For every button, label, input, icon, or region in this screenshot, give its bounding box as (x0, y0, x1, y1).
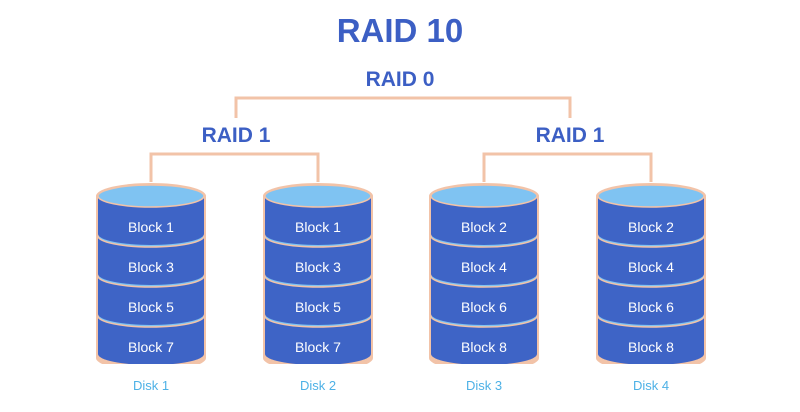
diagram-title: RAID 10 (336, 12, 464, 49)
disk-4-block-3: Block 6 (628, 299, 674, 315)
disk-4-block-2: Block 4 (628, 259, 674, 275)
disk-4-block-4: Block 8 (628, 339, 674, 355)
raid1-right-bracket (482, 152, 653, 182)
platter-top (597, 184, 705, 208)
disk-3-block-1: Block 2 (461, 219, 507, 235)
disk-3-block-3: Block 6 (461, 299, 507, 315)
platter-body (265, 196, 371, 245)
platter-body (598, 236, 704, 285)
raid1-right-label: RAID 1 (535, 124, 605, 147)
disk-2-block-2: Block 3 (295, 259, 341, 275)
disk-1-drawing (96, 183, 206, 364)
disk-1: Block 1 Block 3 Block 5 Block 7 (95, 180, 207, 364)
disk-3-block-2: Block 4 (461, 259, 507, 275)
platter-body (98, 316, 204, 364)
disk-2: Block 1 Block 3 Block 5 Block 7 (262, 180, 374, 364)
platter-top (97, 184, 205, 208)
disk-3-block-4: Block 8 (461, 339, 507, 355)
disk-4-block-1: Block 2 (628, 219, 674, 235)
platter-body (98, 236, 204, 285)
raid0-bracket (234, 96, 572, 118)
disk-2-drawing (263, 183, 373, 364)
platter-body (431, 316, 537, 364)
platter-body (98, 276, 204, 325)
raid0-label: RAID 0 (365, 68, 435, 91)
platter-body (265, 316, 371, 364)
disk-1-block-2: Block 3 (128, 259, 174, 275)
disk-2-block-1: Block 1 (295, 219, 341, 235)
disk-4-drawing (596, 183, 706, 364)
platter-body (431, 196, 537, 245)
disk-3: Block 2 Block 4 Block 6 Block 8 (428, 180, 540, 364)
disk-2-block-3: Block 5 (295, 299, 341, 315)
disk-1-label: Disk 1 (132, 378, 170, 393)
disk-4: Block 2 Block 4 Block 6 Block 8 (595, 180, 707, 364)
disk-2-label: Disk 2 (299, 378, 337, 393)
raid1-left-label: RAID 1 (201, 124, 271, 147)
disk-3-label: Disk 3 (465, 378, 503, 393)
platter-body (431, 276, 537, 325)
platter-body (265, 276, 371, 325)
platter-body (431, 236, 537, 285)
platter-body (265, 236, 371, 285)
disk-1-block-4: Block 7 (128, 339, 174, 355)
raid1-left-bracket (149, 152, 320, 182)
disk-3-drawing (429, 183, 539, 364)
platter-body (598, 196, 704, 245)
disk-4-label: Disk 4 (632, 378, 670, 393)
disk-2-block-4: Block 7 (295, 339, 341, 355)
platter-top (430, 184, 538, 208)
platter-body (598, 316, 704, 364)
disk-1-block-3: Block 5 (128, 299, 174, 315)
platter-top (264, 184, 372, 208)
platter-body (598, 276, 704, 325)
platter-body (98, 196, 204, 245)
disk-1-block-1: Block 1 (128, 219, 174, 235)
